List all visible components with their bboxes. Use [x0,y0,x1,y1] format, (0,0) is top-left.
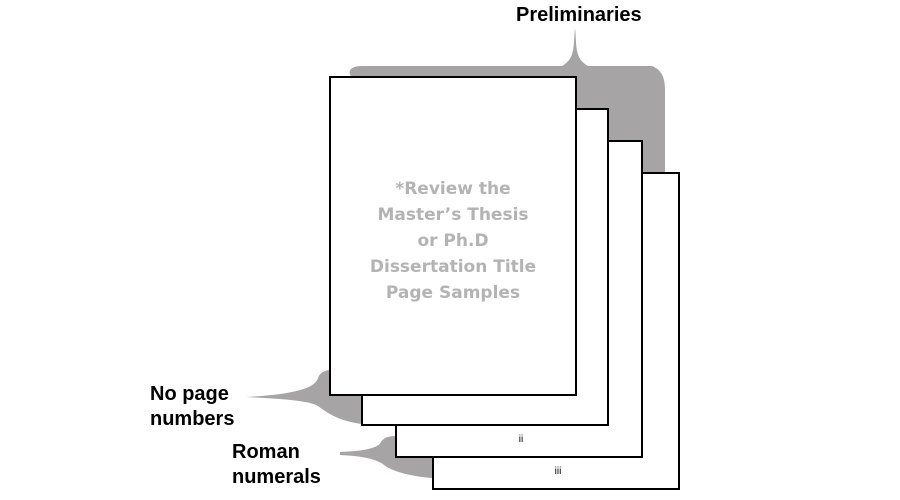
roman-numerals-line: Roman [232,441,300,463]
no-page-numbers-line: No page [150,383,229,405]
note-line: Dissertation Title [369,257,537,277]
no-page-numbers-label: No page numbers [150,382,234,432]
note-line: Page Samples [385,283,521,303]
note-line: *Review the [395,179,511,199]
roman-numerals-callout [340,436,432,478]
note-line: or Ph.D [417,231,489,251]
roman-numerals-line: numerals [232,466,321,488]
roman-numerals-label: Roman numerals [232,440,321,490]
no-page-numbers-line: numbers [150,408,235,430]
page-title [329,76,577,396]
title-page-note: *Review the Master’s Thesis or Ph.D Diss… [331,176,575,306]
page-number-ii: ii [518,434,524,445]
page-number-iii: iii [554,466,562,477]
note-line: Master’s Thesis [377,205,529,225]
preliminaries-label: Preliminaries [516,4,642,26]
preliminaries-brace [349,28,665,172]
no-page-numbers-callout [246,370,362,424]
